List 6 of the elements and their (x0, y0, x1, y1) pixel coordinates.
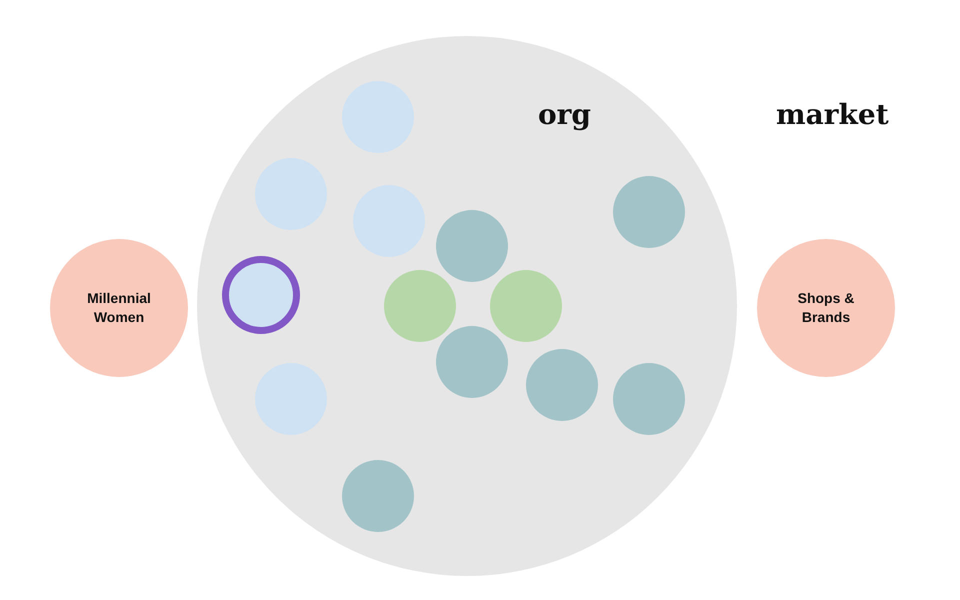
section-title: market (776, 98, 889, 131)
audience-circle: Millennial Women (50, 239, 188, 377)
audience-circle: Shops & Brands (757, 239, 895, 377)
member-circle (490, 270, 562, 342)
member-circle (384, 270, 456, 342)
group-title: org (538, 98, 592, 131)
